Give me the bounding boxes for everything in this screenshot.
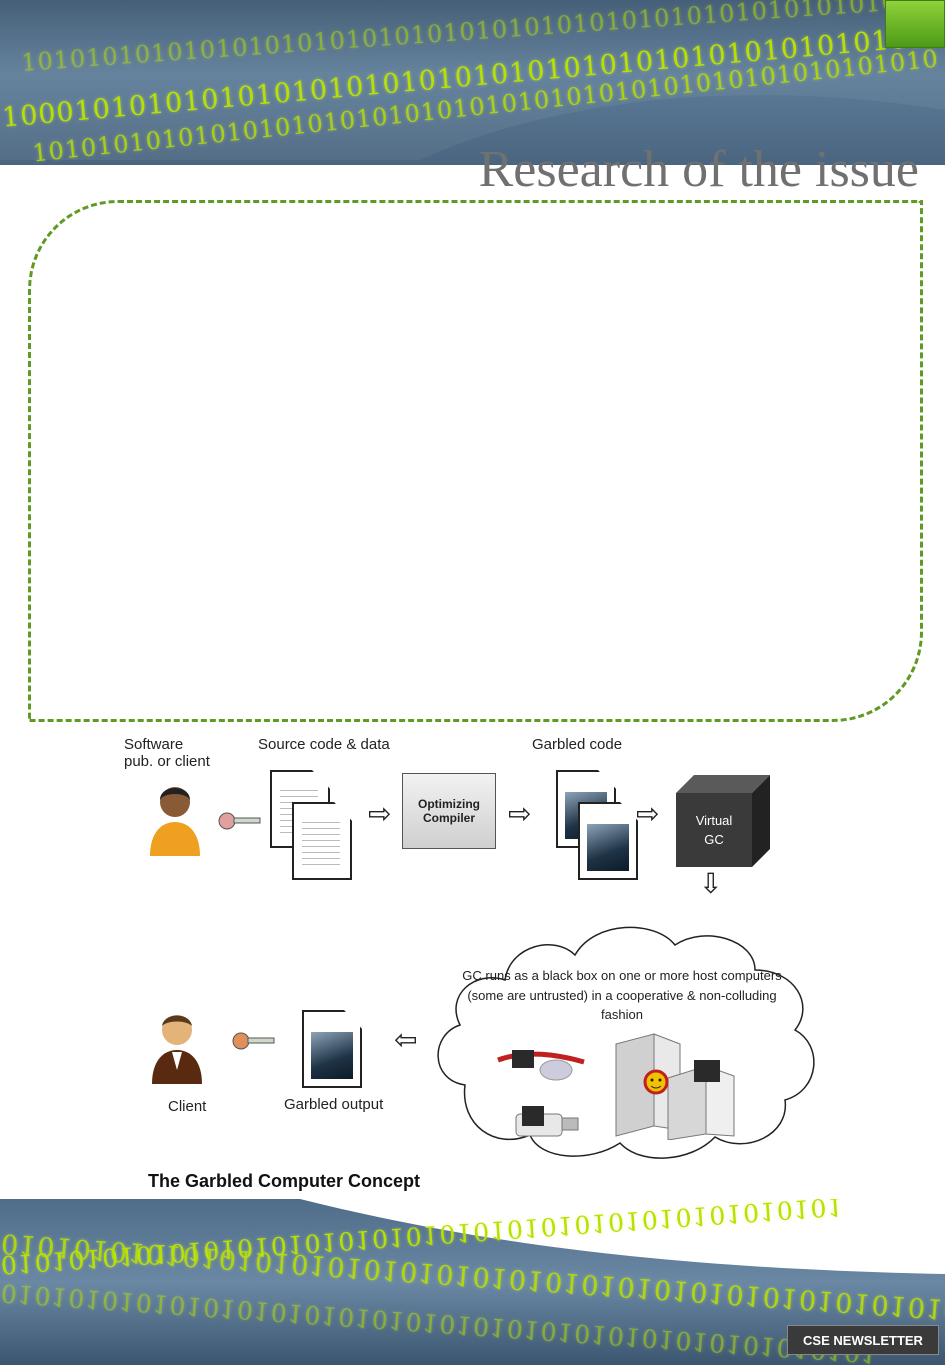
arrow-left-icon: ⇦: [394, 1023, 418, 1056]
figure-caption: The Garbled Computer Concept: [148, 1171, 421, 1191]
content-frame: [28, 200, 923, 722]
garbled-computer-figure: Software pub. or client Source code & da…: [0, 730, 945, 1200]
virtual-gc-box: Virtual GC: [676, 793, 752, 867]
server-icon: [615, 1033, 735, 1140]
header-banner: 1010101010101010101010101010101010101010…: [0, 0, 945, 165]
user-icon: [150, 787, 200, 856]
garbled-output-label: Garbled output: [284, 1096, 384, 1113]
garbled-doc-icon: [578, 802, 638, 880]
software-label: Software pub. or client: [124, 736, 210, 770]
green-tab: [885, 0, 945, 48]
arrow-down-icon: ⇩: [699, 867, 723, 900]
usb-stick-icon: [515, 1106, 579, 1137]
source-label: Source code & data: [258, 736, 390, 753]
client-label: Client: [168, 1098, 207, 1115]
newsletter-label: CSE NEWSLETTER: [787, 1325, 939, 1355]
key-icon: [232, 1032, 275, 1050]
garbled-output-icon: [302, 1010, 362, 1088]
smart-glasses-icon: [497, 1050, 585, 1081]
arrow-right-icon: ⇨: [508, 797, 532, 830]
footer-wave: [0, 1199, 945, 1274]
client-icon: [152, 1015, 202, 1084]
arrow-right-icon: ⇨: [636, 797, 660, 830]
footer-banner: 0101010101010101010101010101010101010101…: [0, 1199, 945, 1365]
section-title: Research of the issue: [478, 141, 919, 198]
optimizing-compiler-box: Optimizing Compiler: [402, 773, 496, 849]
cloud-description: GC runs as a black box on one or more ho…: [462, 968, 782, 1022]
key-icon: [218, 812, 261, 830]
arrow-right-icon: ⇨: [368, 797, 392, 830]
header-wave: [0, 0, 945, 160]
garbled-code-label: Garbled code: [532, 736, 623, 753]
source-doc-icon: [292, 802, 352, 880]
cube-top-icon: [676, 775, 770, 867]
